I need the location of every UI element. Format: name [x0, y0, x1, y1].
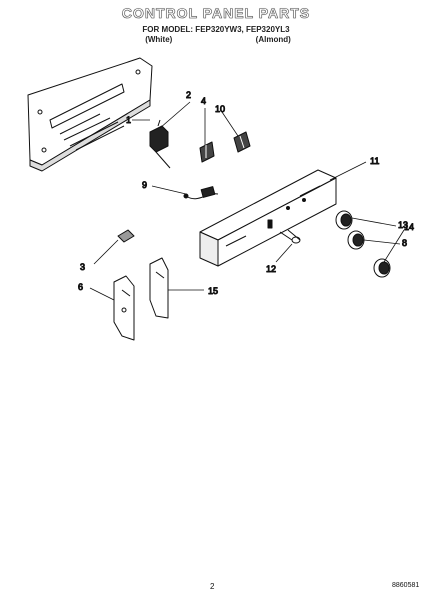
callout-14: 14	[404, 222, 414, 232]
callout-11: 11	[370, 156, 379, 166]
callout-9: 9	[142, 180, 147, 190]
page-number: 2	[210, 582, 215, 591]
part-wire-harness	[183, 186, 219, 200]
part-small-clip	[117, 229, 135, 243]
part-knob-top	[335, 210, 353, 230]
part-control-panel	[199, 169, 337, 267]
callout-4: 4	[201, 96, 206, 106]
callout-13: 13	[398, 220, 408, 230]
callout-1: 1	[126, 115, 131, 125]
callout-3: 3	[80, 262, 85, 272]
document-code: 8860581	[392, 582, 420, 589]
callout-12: 12	[266, 264, 276, 274]
part-shaft	[279, 229, 301, 244]
part-switch	[149, 119, 171, 169]
part-side-bracket-left	[113, 275, 135, 341]
leader-lines	[89, 101, 405, 301]
color-almond-label: (Almond)	[255, 35, 291, 44]
model-line: FOR MODEL: FEP320YW3, FEP320YL3	[142, 25, 290, 34]
color-variants: (White) (Almond)	[0, 35, 432, 44]
part-knob-bottom	[373, 258, 391, 278]
callout-8: 8	[402, 238, 407, 248]
callout-10: 10	[215, 104, 225, 114]
part-side-bracket-right	[149, 257, 169, 319]
part-clip-right	[233, 131, 251, 153]
callout-2: 2	[186, 90, 191, 100]
part-clip	[199, 141, 215, 163]
callout-6: 6	[78, 282, 83, 292]
diagram-title: CONTROL PANEL PARTS	[121, 5, 311, 22]
part-rear-panel	[27, 57, 153, 172]
callout-15: 15	[208, 286, 218, 296]
part-knob-middle	[347, 230, 365, 250]
color-white-label: (White)	[145, 35, 173, 44]
